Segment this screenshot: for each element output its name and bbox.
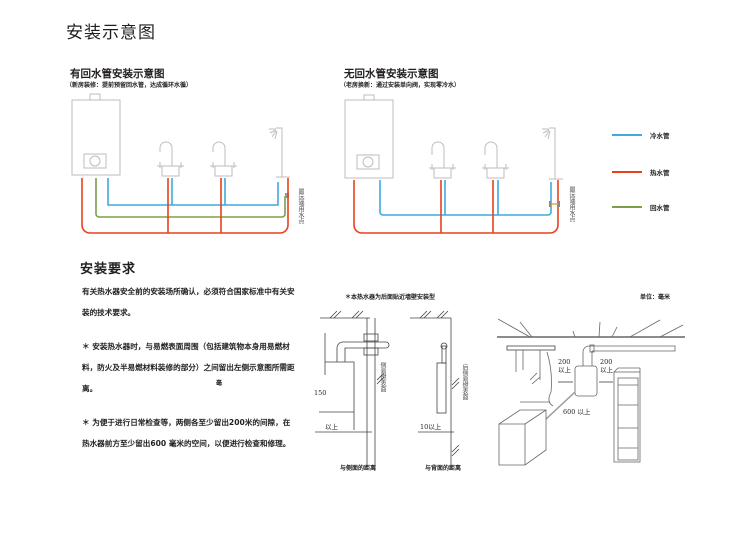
left-gap-suffix: 以上	[558, 365, 572, 374]
check-valve-icon	[549, 201, 560, 207]
legend-label-return: 回水管	[650, 204, 670, 212]
diagram-with-return-note: （新房装修：提前预留回水管，达成循环水循）	[66, 82, 193, 89]
stray-mark: 毫	[216, 380, 223, 387]
requirement-point-2: ＊ 为便于进行日常检查等，两侧各至少留出200米的间隙，在热水器前方至少留出60…	[82, 418, 291, 448]
side-distance-value: 150	[314, 389, 326, 397]
unit-label: 单位：毫米	[640, 294, 671, 301]
legend: 冷水管 热水管 回水管	[612, 128, 692, 218]
diagram-with-return-title: 有回水管安装示意图	[70, 68, 165, 80]
diagram-without-return-note: （老房换新：通过安装单向阀，实现零冷水）	[340, 82, 461, 89]
diagram-without-return-title: 无回水管安装示意图	[344, 68, 439, 80]
legend-label-hot: 热水管	[650, 169, 670, 177]
faucet-icon	[157, 141, 184, 177]
side-surface-label: 侧易燃表面	[379, 362, 386, 392]
legend-swatch-cold	[612, 134, 642, 136]
far-point-label: 最远端用水点	[297, 188, 304, 224]
legend-label-cold: 冷水管	[650, 132, 670, 140]
requirements-title: 安装要求	[80, 262, 137, 277]
mount-note: ＊本热水器为后面贴近墙壁安装型	[345, 294, 436, 301]
shower-icon	[542, 127, 563, 180]
faucet-icon	[482, 141, 509, 179]
requirements-intro: 有关热水器安全前的安装场所确认，必须符合国家标准中有关安装的技术要求。	[82, 287, 295, 317]
page-title: 安装示意图	[66, 23, 156, 43]
right-gap-value: 200	[600, 358, 612, 366]
back-distance-label: 10以上	[420, 422, 442, 431]
right-gap-suffix: 以上	[600, 365, 614, 374]
front-gap-label: 600 以上	[563, 407, 591, 416]
legend-swatch-hot	[612, 171, 642, 173]
hot-pipe	[353, 180, 559, 234]
water-heater-icon	[71, 99, 121, 176]
requirement-point-1: ＊ 安装热水器时，与易燃表面周围（包括建筑物本身用易燃材料，防火及半易燃材料装修…	[82, 342, 295, 393]
far-point-label: 最远端用水点	[568, 186, 575, 222]
cold-pipe	[379, 180, 552, 216]
left-gap-value: 200	[558, 358, 570, 366]
hot-pipe	[81, 178, 289, 234]
faucet-icon	[210, 141, 237, 177]
legend-swatch-return	[612, 206, 642, 208]
back-surface-label: 后侧易燃表面	[461, 364, 468, 400]
side-caption: 与侧面的距离	[340, 465, 377, 472]
return-pipe	[95, 178, 286, 218]
faucet-icon	[429, 141, 456, 179]
back-caption: 与背面的距离	[425, 465, 462, 472]
shower-icon	[269, 127, 290, 178]
water-heater-icon	[344, 99, 394, 179]
cold-pipe	[107, 178, 279, 206]
side-distance-suffix: 以上	[325, 422, 339, 431]
